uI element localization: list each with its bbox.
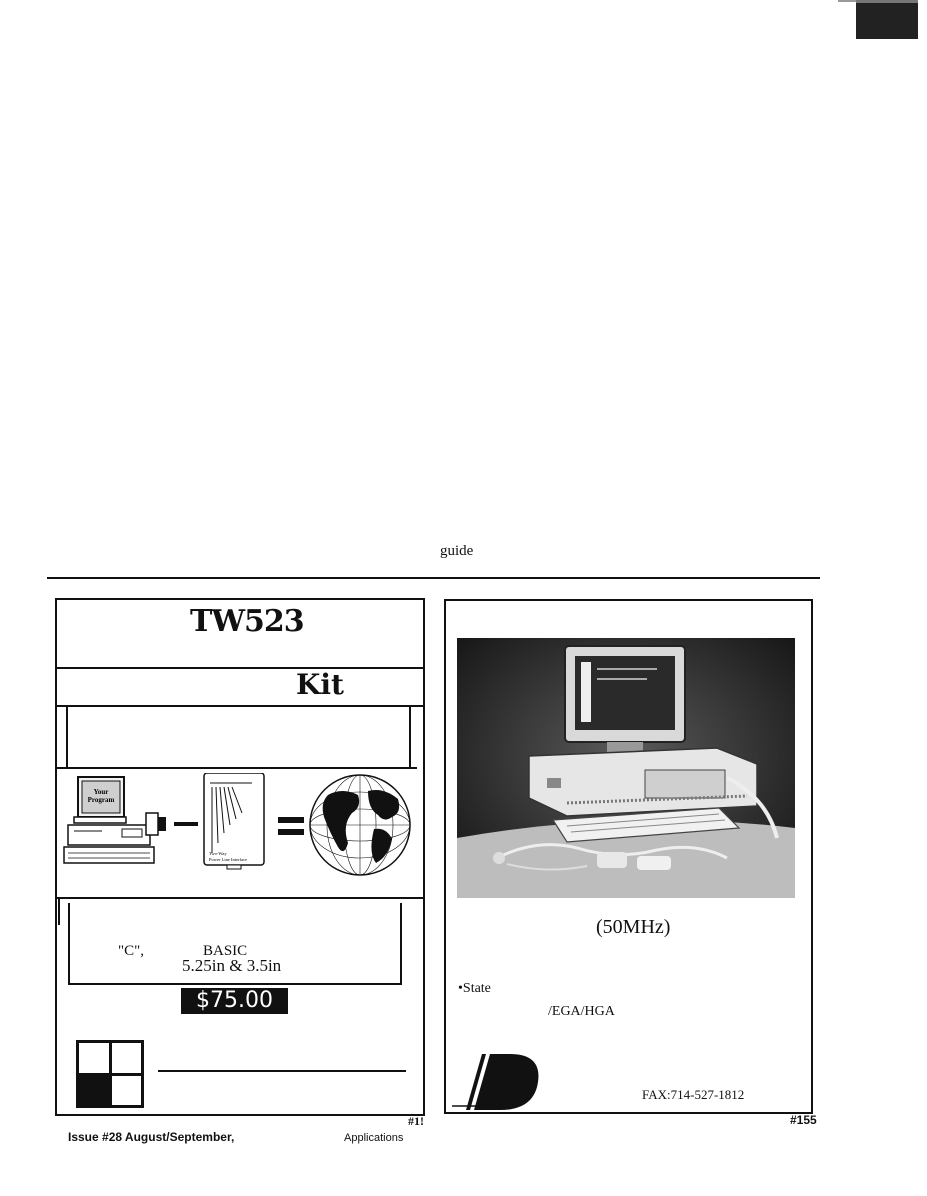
spec-media-formats: 5.25in & 3.5in — [182, 956, 282, 975]
price-badge: $75.00 — [181, 988, 288, 1014]
globe-illustration — [309, 774, 411, 876]
footer-issue-info: Issue #28 August/September, — [68, 1130, 235, 1144]
connector-illustration — [145, 812, 198, 836]
feature-bullet-state: •State — [458, 981, 491, 996]
interface-module-illustration: Two-Way Power Line Interface — [203, 773, 265, 870]
company-d-logo-icon — [452, 1054, 539, 1110]
system-diagram: Your Program Two-Way Power Line Interfac… — [63, 773, 411, 876]
reader-service-number-right: #155 — [790, 1113, 817, 1127]
footer-applications: Applications — [344, 1132, 404, 1144]
description-box — [57, 707, 417, 769]
guide-word: guide — [440, 543, 474, 559]
module-caption-line1: Two-Way — [209, 851, 227, 856]
spec-box — [58, 897, 402, 985]
spec-language-c: "C", — [118, 943, 145, 959]
diagram-divider — [55, 897, 425, 899]
kit-label: Kit — [296, 668, 344, 701]
fax-number: FAX:714-527-1812 — [642, 1087, 745, 1102]
module-caption-line2: Power Line Interface — [209, 857, 247, 862]
title-divider — [55, 667, 425, 669]
spec-language-basic: BASIC — [203, 943, 248, 959]
left-advertisement — [55, 598, 425, 1116]
display-standards: /EGA/HGA — [548, 1004, 615, 1019]
kit-divider — [55, 705, 425, 707]
computer-illustration: Your Program — [63, 776, 155, 864]
screen-text-your: Your — [94, 788, 109, 796]
screen-text-program: Program — [88, 796, 115, 804]
product-photo — [457, 638, 795, 898]
company-logo-icon — [76, 1040, 144, 1108]
right-advertisement — [444, 599, 813, 1114]
product-title: TW523 — [190, 604, 305, 639]
corner-mark — [838, 0, 862, 2]
reader-service-number-left: #1! — [408, 1114, 424, 1128]
logo-underline — [158, 1070, 406, 1072]
page-divider-rule — [47, 577, 820, 579]
equals-sign — [278, 817, 304, 835]
frequency-spec: (50MHz) — [596, 916, 671, 938]
corner-tab-graphic — [856, 0, 918, 39]
